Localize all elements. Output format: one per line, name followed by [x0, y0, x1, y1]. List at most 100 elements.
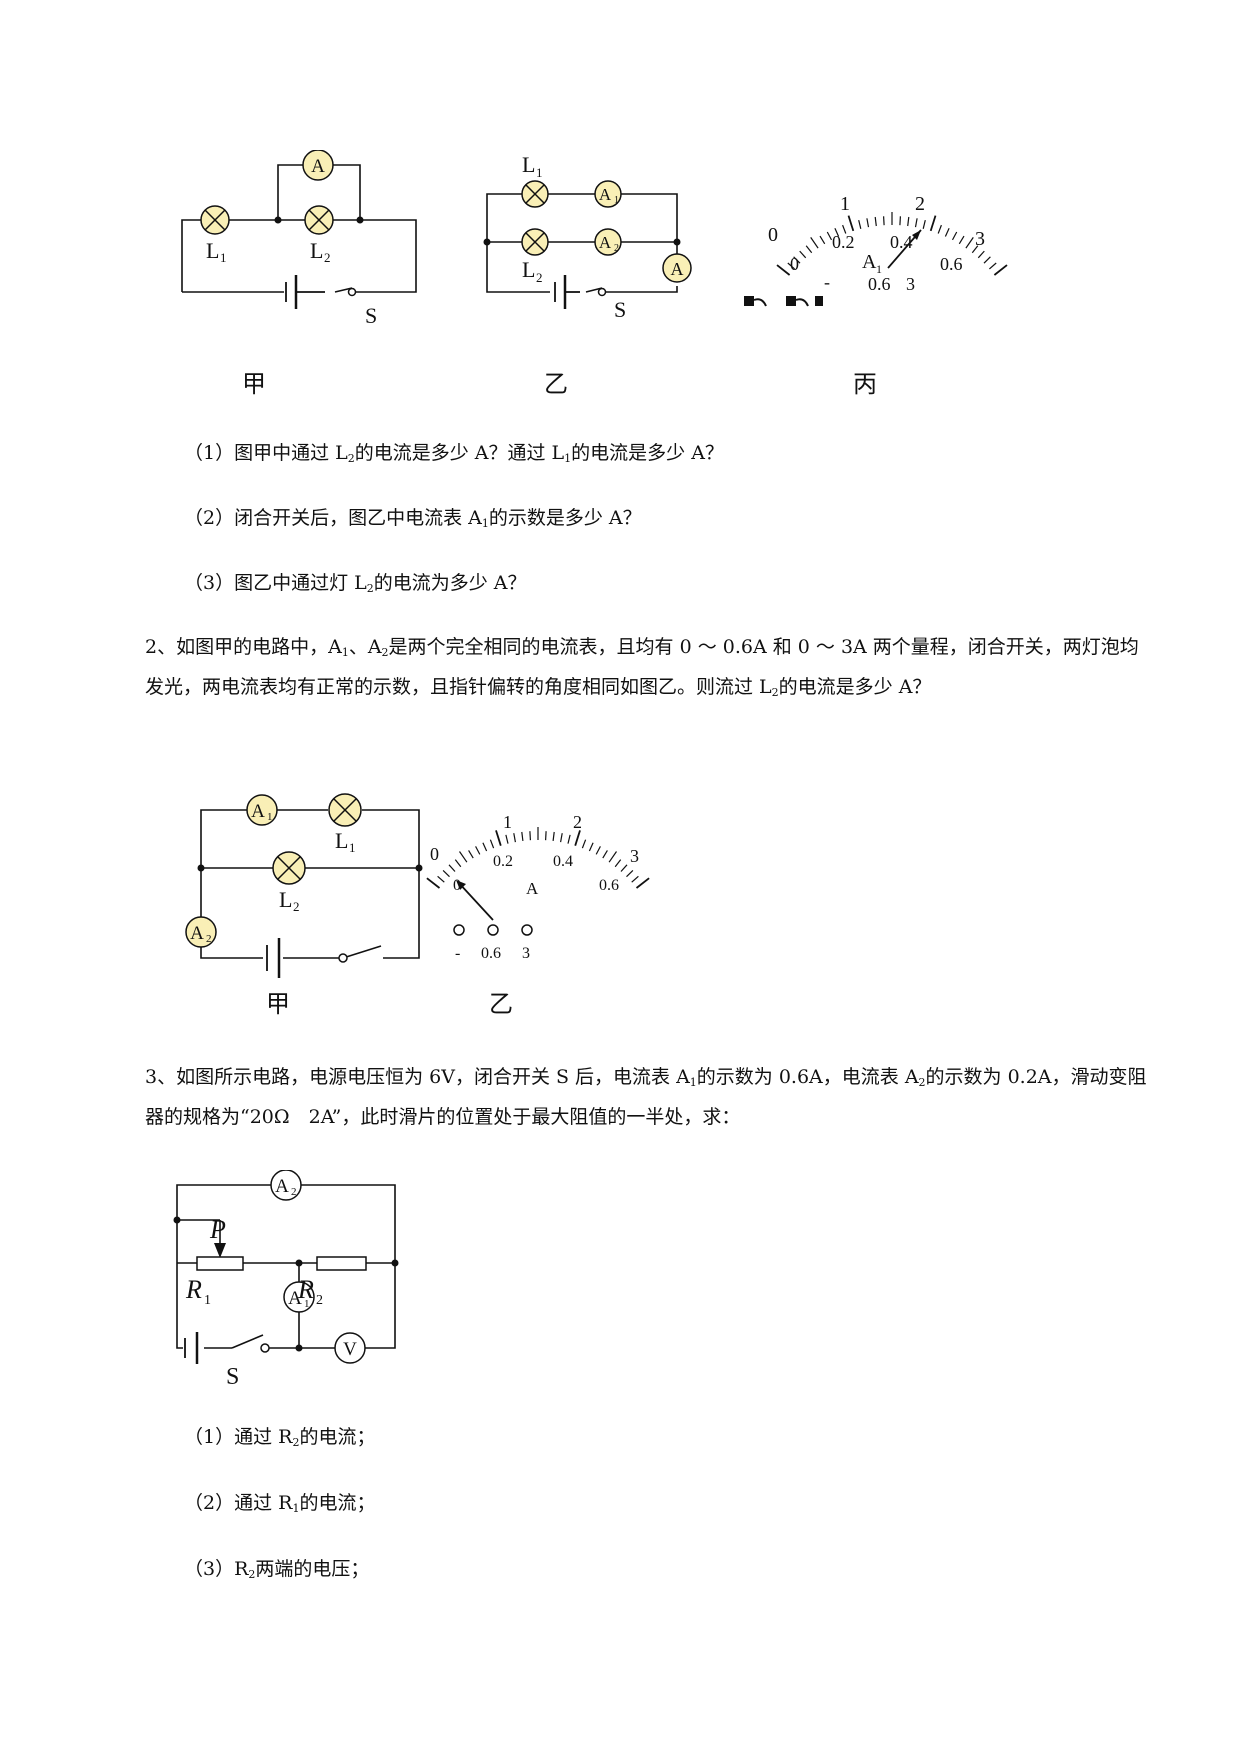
meter-terminal-label: 3: [522, 945, 530, 962]
label-l2-yi: L: [522, 257, 535, 282]
q1-sub3: （3）图乙中通过灯 L2的电流为多少 A？: [184, 572, 527, 595]
junction-dots-q2: [197, 864, 423, 872]
ammeter-a-jia: A: [302, 150, 334, 181]
label-l2-q2-sub: 2: [293, 899, 300, 914]
battery-yi: [554, 275, 580, 309]
meter-tick: [989, 262, 997, 270]
meter-tick: [635, 877, 650, 889]
ammeter-a1-yi: A 1: [594, 180, 622, 208]
meter-tick: [614, 859, 622, 868]
meter-tick: [489, 839, 495, 849]
ammeter-dial-bing: 0 1 2 3 0 0.2 0.4 0.6 A 1 - 0.6 3: [744, 193, 1008, 307]
switch-pivot-q2: [338, 953, 348, 963]
svg-text:A: A: [599, 233, 612, 252]
meter-tick: [442, 869, 450, 878]
meter-top-label: 1: [503, 812, 512, 832]
meter-tick: [914, 218, 918, 228]
switch-pivot-yi: [597, 287, 607, 297]
circuit-yi: [486, 193, 678, 293]
meter-tick: [620, 864, 628, 872]
meter-needle: [457, 881, 494, 921]
meter-top-label: 0: [768, 224, 778, 246]
ammeter-a2-yi: A 2: [594, 228, 622, 256]
meter-terminal-label: 0.6: [481, 945, 501, 962]
label-l2-jia: L: [310, 238, 323, 263]
meter-tick: [929, 215, 937, 232]
label-l1-jia-sub: 1: [220, 250, 227, 265]
svg-text:1: 1: [267, 811, 273, 823]
meter-tick: [602, 850, 608, 859]
meter-tick: [495, 830, 502, 846]
meter-tick: [958, 235, 965, 245]
caption-jia: 甲: [242, 372, 266, 398]
resistor-r1: [196, 1256, 244, 1271]
meter-bottom-label: 0.6: [599, 877, 619, 894]
slider-arrow-p: [214, 1243, 226, 1258]
meter-top-label: 2: [573, 812, 582, 832]
meter-tick: [944, 228, 950, 237]
meter-tick: [454, 859, 462, 868]
svg-text:A: A: [275, 1176, 289, 1197]
meter-tick: [951, 231, 958, 241]
svg-text:2: 2: [206, 933, 212, 945]
meter-tick: [448, 864, 456, 872]
svg-text:A: A: [288, 1288, 302, 1309]
meter-tick: [799, 250, 807, 259]
meter-tick: [971, 245, 979, 254]
circuit-jia: [181, 164, 417, 293]
meter-top-label: 0: [430, 844, 439, 864]
label-s-q3: S: [226, 1364, 239, 1390]
meter-tick: [922, 219, 926, 229]
meter-tick: [437, 875, 445, 883]
lamp-l2-jia: [304, 205, 334, 235]
q1-sub1: （1）图甲中通过 L2的电流是多少 A？通过 L1的电流是多少 A？: [184, 442, 724, 465]
meter-tick: [819, 235, 826, 245]
meter-tick: [826, 231, 833, 241]
meter-top-label: 3: [975, 228, 985, 250]
voltmeter-v-q3: V: [334, 1332, 366, 1364]
caption-bing: 丙: [853, 372, 877, 398]
meter-terminal-knobs: [453, 924, 533, 936]
figure-q2: A 1 L 1 L 2 A 2 甲 乙 0 1 2 3 0 0.2 0.4 0.…: [185, 793, 650, 1018]
label-l1-yi: L: [522, 152, 535, 177]
label-p: P: [209, 1215, 226, 1244]
meter-terminal-label: -: [455, 945, 460, 962]
meter-bottom-label: 0.2: [832, 232, 855, 252]
meter-tick: [874, 216, 877, 227]
caption-yi: 乙: [544, 372, 568, 398]
meter-tick: [475, 846, 481, 855]
meter-tick: [810, 237, 819, 249]
label-r1-sub: 1: [204, 1293, 211, 1308]
meter-bottom-label: 0: [790, 254, 799, 274]
meter-tick: [858, 219, 862, 229]
label-l1-q2-sub: 1: [349, 840, 356, 855]
switch-pivot-jia: [347, 287, 357, 297]
meter-tick: [793, 256, 801, 264]
meter-tick: [545, 831, 547, 841]
label-l2-q2: L: [279, 887, 292, 912]
meter-top-label: 1: [840, 193, 850, 215]
lamp-l1-jia: [200, 205, 230, 235]
meter-tick: [842, 224, 847, 234]
q3-sub2: （2）通过 R1的电流；: [184, 1492, 376, 1515]
ammeter-a1-q2: A 1: [246, 794, 278, 826]
meter-tick: [468, 850, 474, 859]
svg-text:A: A: [190, 923, 204, 944]
meter-tick: [776, 264, 791, 276]
meter-tick: [977, 250, 985, 259]
q1-sub2: （2）闭合开关后，图乙中电流表 A1的示数是多少 A？: [184, 507, 642, 530]
meter-tick: [626, 869, 634, 878]
lamp-l1-q2: [328, 793, 362, 827]
meter-tick: [560, 833, 563, 843]
label-r1: R: [185, 1275, 202, 1304]
label-r2: R: [297, 1275, 314, 1304]
svg-text:A: A: [251, 801, 265, 822]
svg-text:1: 1: [304, 1298, 310, 1310]
label-r2-sub: 2: [316, 1293, 323, 1308]
meter-tick: [965, 237, 974, 249]
svg-text:A: A: [599, 185, 612, 204]
meter-tick: [937, 224, 942, 234]
meter-tick: [805, 245, 813, 254]
q3-sub1: （1）通过 R2的电流；: [184, 1426, 376, 1449]
meter-terminal-knobs: [744, 296, 823, 307]
